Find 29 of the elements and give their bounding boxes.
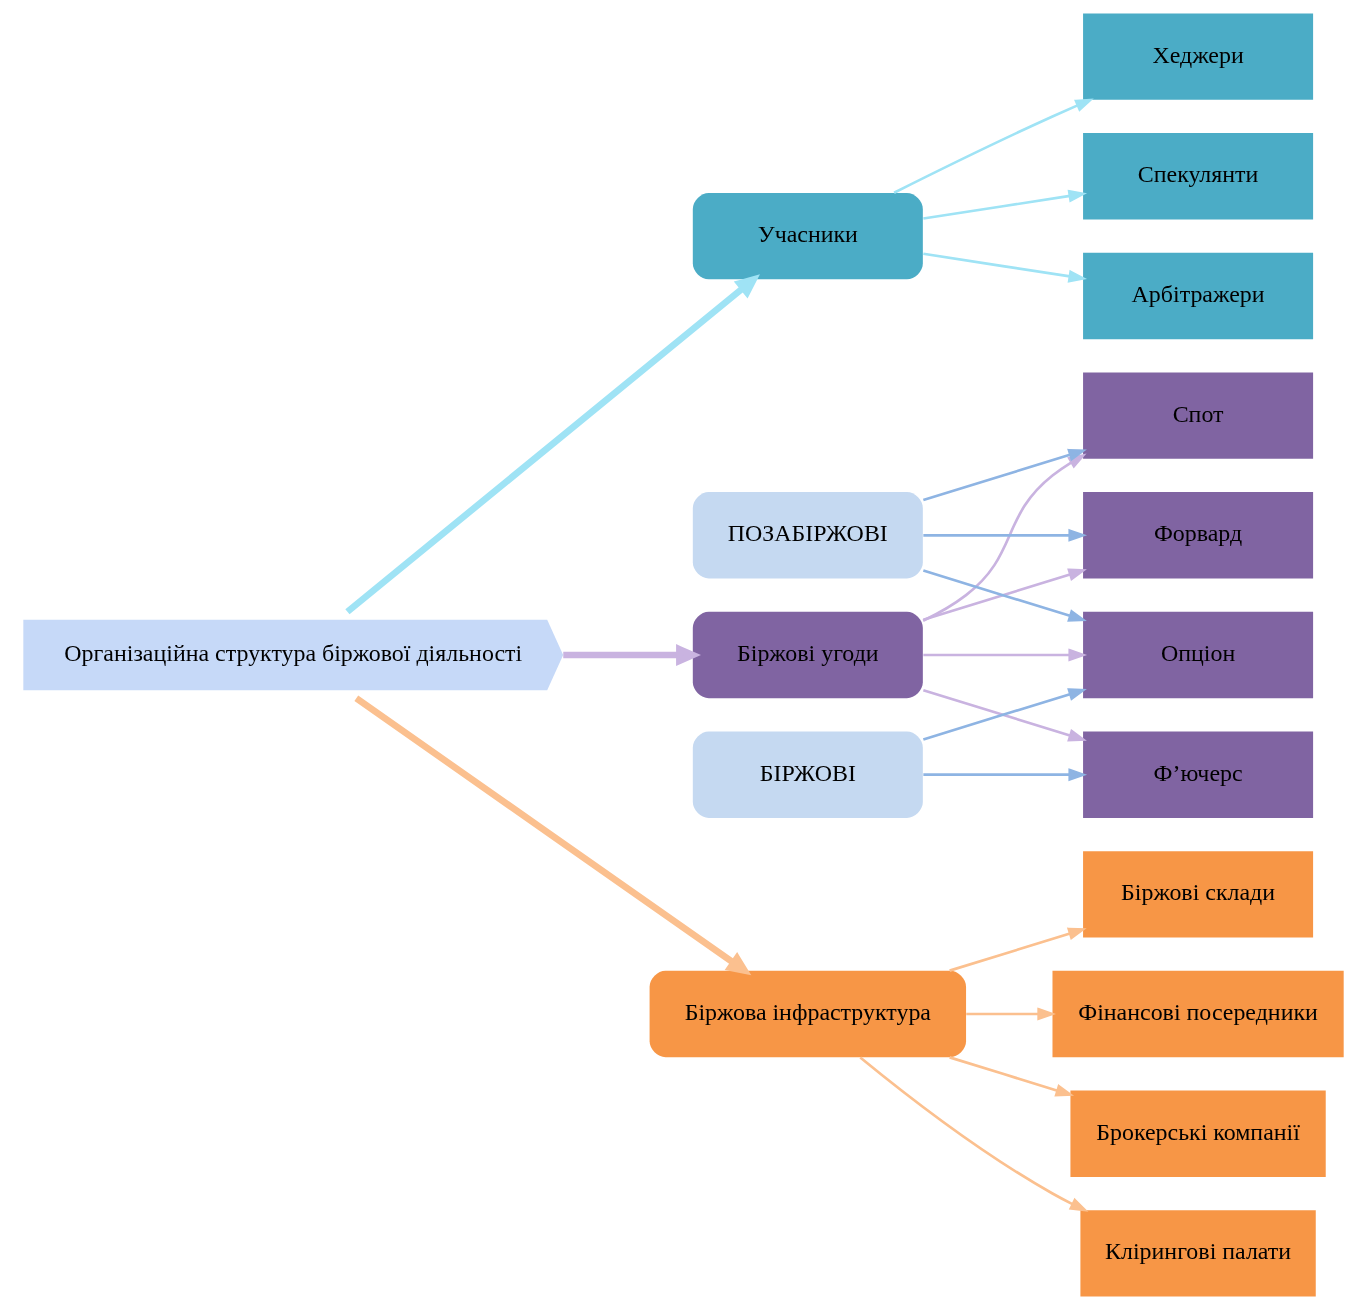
node-box: Біржові склади [1082,851,1313,938]
node-box: Біржові угоди [692,611,923,699]
node-box: БІРЖОВІ [692,731,923,818]
arrow [922,528,1087,542]
node-box: Ф’ючерс [1082,731,1313,818]
node-box: Фінансові посередники [1052,970,1344,1058]
node-box: Арбітражери [1082,252,1313,340]
node-box: Спот [1082,372,1313,459]
node-box: Учасники [692,192,923,280]
arrow [965,1007,1056,1021]
node-box: Хеджери [1082,13,1313,100]
arrow [922,189,1087,220]
arrow [353,695,751,976]
node-box: Форвард [1082,492,1313,579]
arrow [858,1056,1088,1212]
node-box: Спекулянти [1082,133,1313,220]
arrow [948,1056,1074,1097]
node-box: Клірингові палати [1079,1210,1316,1297]
node-box: Опціон [1082,611,1313,699]
arrow [893,98,1094,194]
node-box: Брокерські компанії [1069,1090,1326,1177]
arrow [922,768,1087,782]
node-box: Біржова інфраструктура [649,970,966,1058]
arrow [922,648,1087,662]
arrow [562,644,701,666]
arrow [344,274,760,615]
arrow [948,927,1087,972]
arrow [922,252,1087,283]
node-box: ПОЗАБІРЖОВІ [692,492,923,579]
